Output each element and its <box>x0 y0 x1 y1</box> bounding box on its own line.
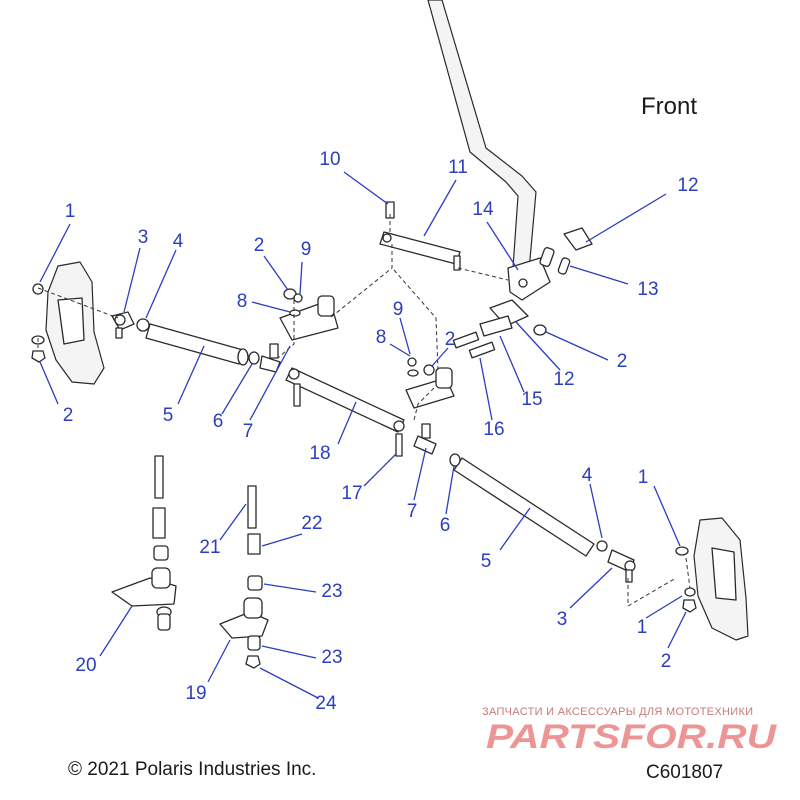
callout-c4b: 4 <box>582 465 593 486</box>
callout-c5a: 5 <box>163 405 174 426</box>
right-tie-rod <box>413 423 636 583</box>
callout-c16: 16 <box>483 419 504 440</box>
callout-c18: 18 <box>309 443 330 464</box>
callout-c23b: 23 <box>321 647 342 668</box>
upper-link <box>379 201 461 271</box>
callout-c9b: 9 <box>393 299 404 320</box>
callout-c19: 19 <box>185 683 206 704</box>
assembly-lines <box>37 214 691 607</box>
callout-c1c: 1 <box>637 617 648 638</box>
callout-c6a: 6 <box>213 411 224 432</box>
callout-c3a: 3 <box>138 227 149 248</box>
callout-c12a: 12 <box>677 175 698 196</box>
callout-c11: 11 <box>448 157 468 178</box>
callout-c8b: 8 <box>376 327 387 348</box>
callout-c8a: 8 <box>237 291 248 312</box>
idler-bracket-left <box>279 288 339 341</box>
callout-c4a: 4 <box>173 231 184 252</box>
right-steering-knuckle <box>675 517 749 641</box>
callout-c2c: 2 <box>445 329 456 350</box>
watermark-tagline: ЗАПЧАСТИ И АКСЕССУАРЫ ДЛЯ МОТОТЕХНИКИ <box>482 706 754 718</box>
callout-c7b: 7 <box>407 501 418 522</box>
watermark-logo-text: PARTSFOR.RU <box>486 718 778 756</box>
callout-c24: 24 <box>315 693 337 714</box>
left-steering-knuckle <box>31 261 105 385</box>
callout-c2e: 2 <box>661 651 672 672</box>
callout-c3b: 3 <box>557 609 568 630</box>
callout-c22: 22 <box>301 513 322 534</box>
callout-c2a: 2 <box>63 405 74 426</box>
callout-c6b: 6 <box>440 515 451 536</box>
callout-c5b: 5 <box>481 551 492 572</box>
left-tie-rod <box>111 311 281 373</box>
callout-c9a: 9 <box>301 239 312 260</box>
callout-c15: 15 <box>521 389 542 410</box>
callout-c14: 14 <box>472 199 494 220</box>
copyright-notice: © 2021 Polaris Industries Inc. <box>68 759 317 780</box>
callout-c23a: 23 <box>321 581 342 602</box>
mount-bracket-20 <box>111 455 177 631</box>
callout-c1a: 1 <box>65 201 76 222</box>
mount-bracket-19 <box>219 485 269 669</box>
column-clamp-hardware <box>452 227 593 359</box>
callout-c21: 21 <box>199 537 220 558</box>
callout-c17: 17 <box>341 483 362 504</box>
front-direction-label: Front <box>641 93 698 120</box>
callout-c12b: 12 <box>553 369 574 390</box>
leader-lines <box>39 171 687 699</box>
callout-c2b: 2 <box>254 235 265 256</box>
callout-c2d: 2 <box>617 351 628 372</box>
callout-c13: 13 <box>637 279 658 300</box>
watermark-logo: PARTSFOR.RU <box>486 718 778 756</box>
callout-c7a: 7 <box>243 421 254 442</box>
callout-c1b: 1 <box>638 467 649 488</box>
steering-column <box>427 0 551 301</box>
callout-c20: 20 <box>75 655 96 676</box>
center-link <box>285 367 405 457</box>
callout-numbers: 1 1 1 2 2 2 2 2 3 3 4 4 5 5 6 6 7 7 8 8 … <box>63 149 699 714</box>
idler-bracket-right <box>405 357 455 409</box>
callout-c10: 10 <box>319 149 340 170</box>
drawing-code: C601807 <box>646 762 724 783</box>
